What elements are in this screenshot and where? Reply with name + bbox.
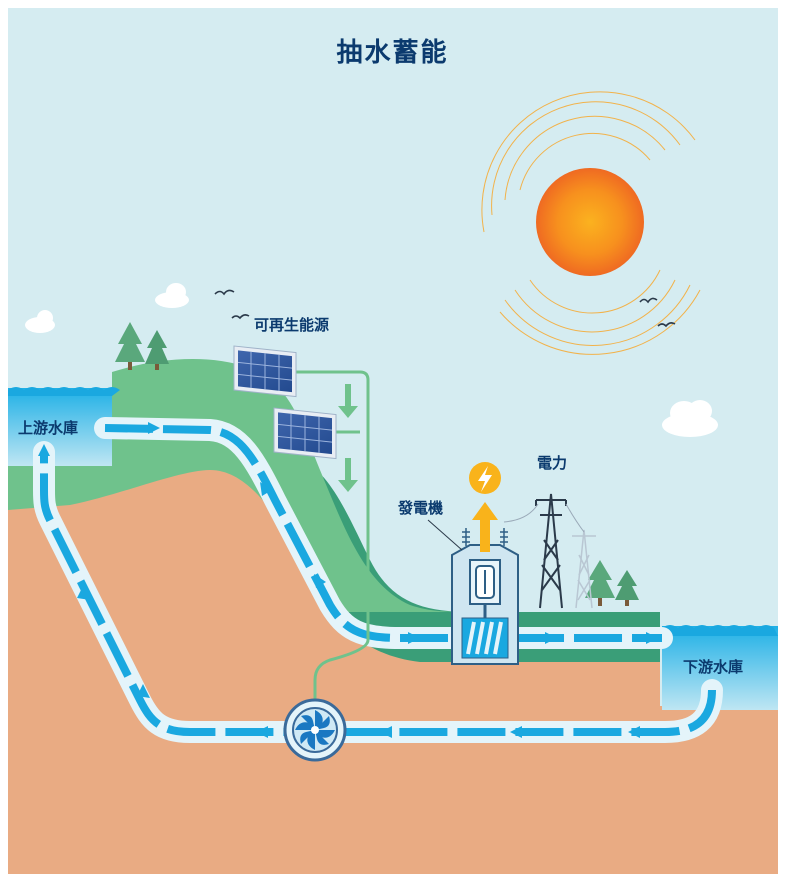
return-water-flow bbox=[40, 452, 716, 736]
power-output-arrow bbox=[472, 502, 498, 552]
tree-icon bbox=[115, 322, 639, 606]
generator-label: 發電機 bbox=[398, 499, 444, 517]
generator-building bbox=[427, 519, 519, 665]
pump-icon bbox=[283, 698, 347, 762]
down-arrow-icon bbox=[338, 384, 358, 492]
upper-reservoir-label: 上游水庫 bbox=[18, 419, 79, 437]
soil-ground bbox=[8, 470, 778, 874]
power-label: 電力 bbox=[537, 454, 568, 472]
cloud-icon bbox=[25, 283, 718, 437]
power-tower-icon bbox=[503, 493, 596, 609]
renewable-energy-label: 可再生能源 bbox=[254, 316, 330, 334]
flow-arrows bbox=[38, 422, 658, 738]
downhill-water-flow bbox=[104, 424, 662, 642]
page-title: 抽水蓄能 bbox=[336, 38, 449, 68]
birds-icon bbox=[214, 289, 676, 328]
solar-panel-icon bbox=[233, 345, 337, 460]
sun-icon bbox=[481, 91, 701, 355]
lightning-icon bbox=[469, 462, 501, 494]
power-cable bbox=[295, 370, 370, 700]
lower-reservoir-label: 下游水庫 bbox=[683, 658, 744, 676]
